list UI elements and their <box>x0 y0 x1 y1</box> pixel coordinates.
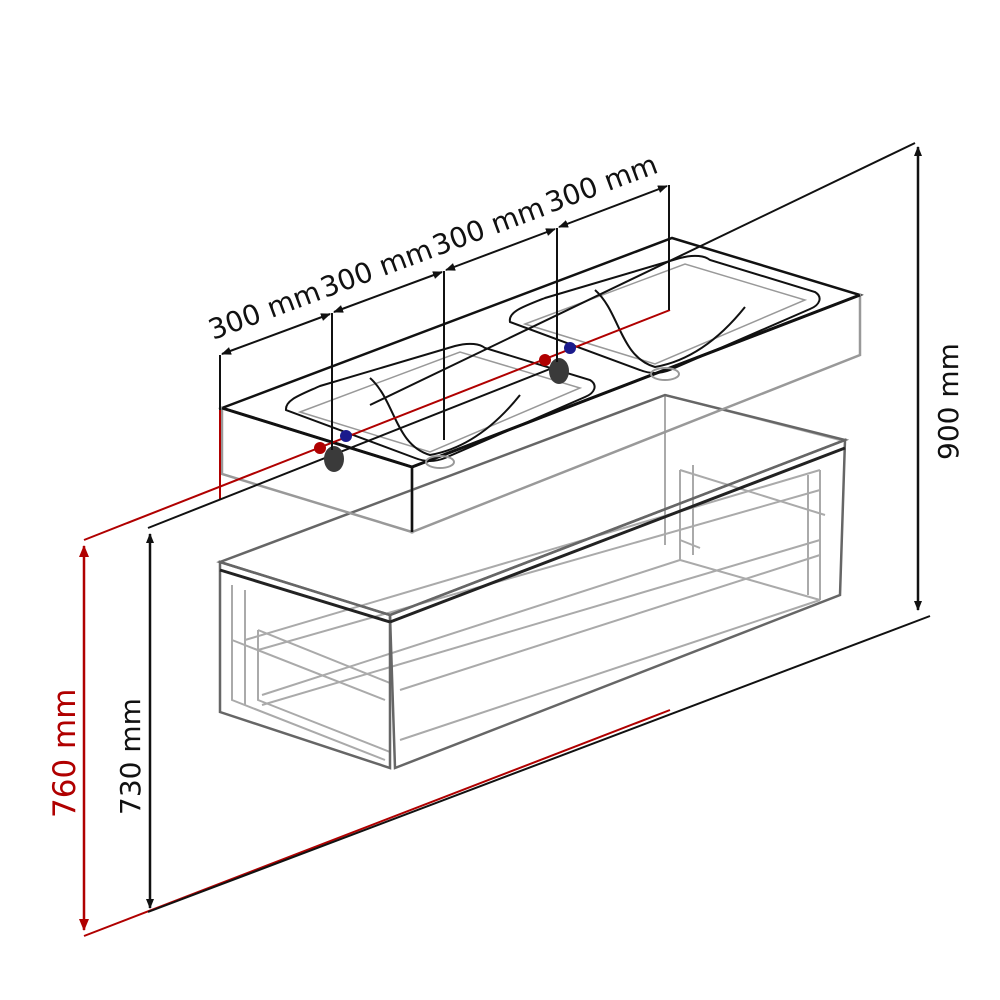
cabinet-front-edge <box>389 446 846 624</box>
height-730-dimension: 730 mm <box>114 533 154 909</box>
height-760-dimension: 760 mm <box>47 545 89 931</box>
spacing-label-2: 300 mm <box>316 233 437 305</box>
height-900-dimension: 900 mm <box>914 146 965 611</box>
height-730-label: 730 mm <box>114 698 147 815</box>
drain-level-lines <box>147 142 931 913</box>
drain-outlet-icon <box>549 358 569 384</box>
cabinet-top-edge <box>219 568 391 624</box>
countertop <box>218 236 864 534</box>
supply-line <box>83 309 671 937</box>
cabinet-outline <box>216 393 850 770</box>
basin-left <box>285 342 596 469</box>
cold-water-valve-icon <box>340 430 352 442</box>
spacing-label-3: 300 mm <box>428 191 549 263</box>
spacing-labels: 300 mm 300 mm 300 mm 300 mm <box>204 148 662 347</box>
spacing-dimensions <box>219 185 670 450</box>
hot-water-valve-icon <box>539 354 551 366</box>
basin-right <box>508 254 821 381</box>
spacing-label-4: 300 mm <box>541 148 662 220</box>
countertop-front-face <box>220 406 414 534</box>
height-760-label: 760 mm <box>47 689 83 818</box>
spacing-label-1: 300 mm <box>204 275 325 347</box>
height-900-label: 900 mm <box>932 343 965 460</box>
drain-outlet-icon <box>324 446 344 472</box>
hot-water-valve-icon <box>314 442 326 454</box>
cabinet <box>216 393 850 770</box>
fittings-left <box>314 430 352 472</box>
fittings-right <box>539 342 576 384</box>
countertop-right-face <box>410 293 862 534</box>
cold-water-valve-icon <box>564 342 576 354</box>
